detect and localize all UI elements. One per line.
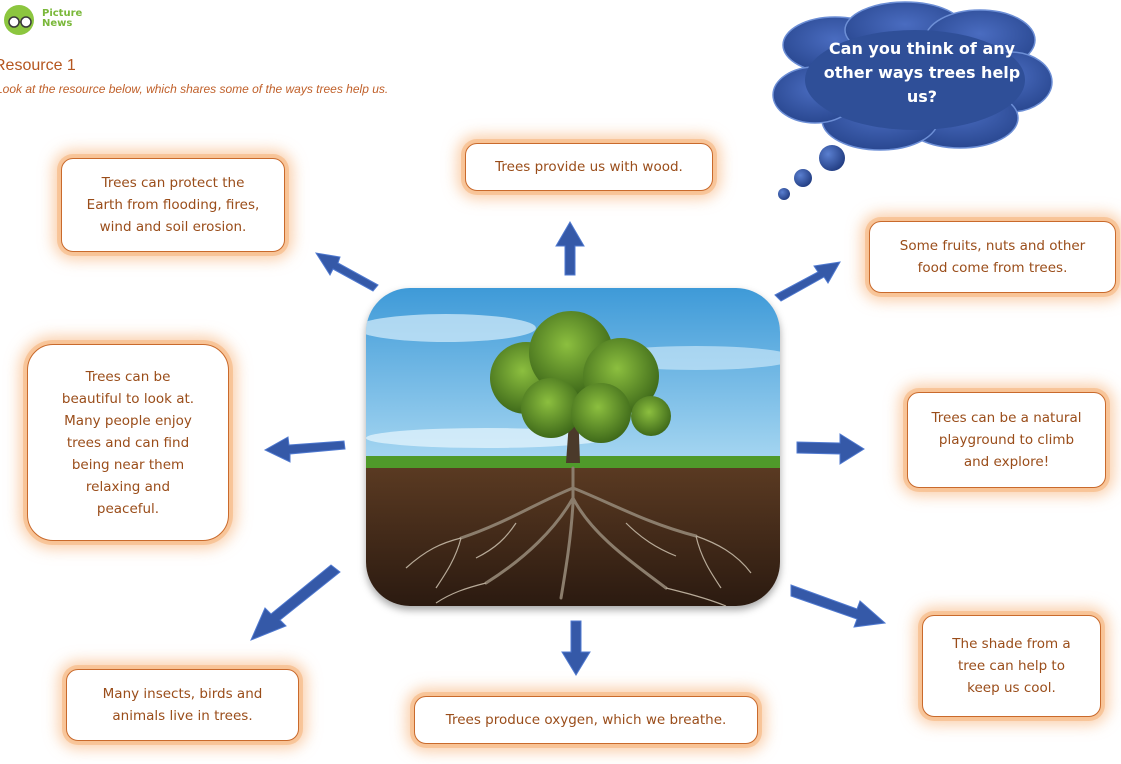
arrow-down-right <box>790 584 887 628</box>
card-food: Some fruits, nuts and other food come fr… <box>869 221 1116 293</box>
thought-cloud-shape <box>772 1 1053 151</box>
card-playground: Trees can be a natural playground to cli… <box>907 392 1106 488</box>
thought-bubble-dots <box>778 145 845 200</box>
arrow-up-left <box>314 252 379 292</box>
card-beautiful: Trees can be beautiful to look at. Many … <box>27 344 229 541</box>
resource-subtitle: Look at the resource below, which shares… <box>0 82 389 96</box>
card-habitat: Many insects, birds and animals live in … <box>66 669 299 741</box>
thought-bubble-text: Can you think of any other ways trees he… <box>823 39 1021 106</box>
logo-text: Picture News <box>42 8 83 29</box>
arrow-up <box>555 221 585 276</box>
resource-title: Resource 1 <box>0 57 76 74</box>
arrow-down <box>561 620 591 676</box>
card-protect-earth: Trees can protect the Earth from floodin… <box>61 158 285 252</box>
arrow-right <box>796 433 865 465</box>
arrow-left <box>263 436 346 463</box>
card-shade: The shade from a tree can help to keep u… <box>922 615 1101 717</box>
card-wood: Trees provide us with wood. <box>465 143 713 191</box>
arrow-up-right <box>774 261 841 302</box>
tree-roots-image <box>366 288 780 606</box>
arrow-down-left <box>250 564 341 641</box>
card-oxygen: Trees produce oxygen, which we breathe. <box>414 696 758 744</box>
picture-news-logo <box>4 5 34 35</box>
